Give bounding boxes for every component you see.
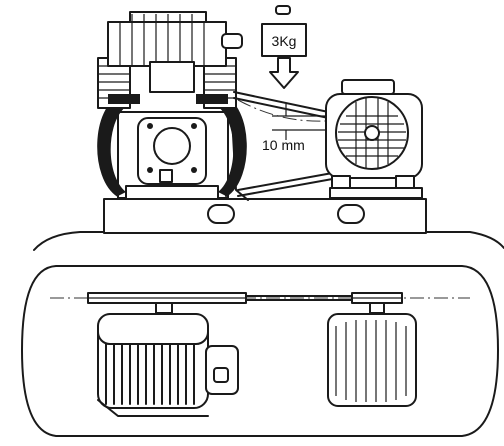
deflection-indicator — [272, 104, 326, 140]
belt-plan — [87, 292, 403, 304]
tank-top-outline — [33, 231, 504, 251]
deflection-label: 10 mm — [262, 137, 305, 153]
compressor-pump — [97, 11, 249, 201]
motor-plan — [327, 302, 417, 407]
compressor-plan — [97, 302, 239, 417]
tank-plan-outline — [21, 265, 499, 437]
weight-label: 3Kg — [272, 33, 297, 49]
base-platform — [103, 198, 427, 234]
test-weight — [261, 5, 307, 89]
electric-motor — [325, 79, 423, 199]
